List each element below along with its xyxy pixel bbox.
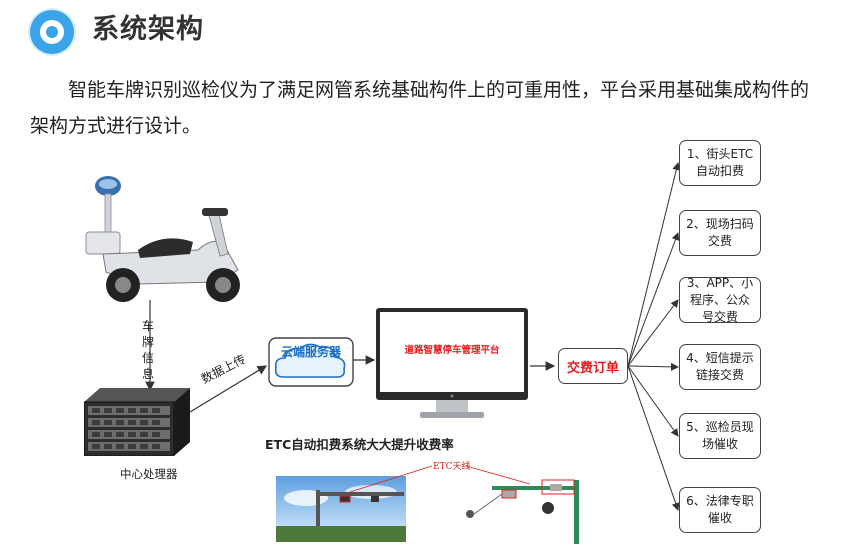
server-rack-image xyxy=(84,388,190,456)
patrol-scooter-image xyxy=(85,176,240,302)
payment-method-box: 3、APP、小程序、公众号交费 xyxy=(679,276,761,324)
platform-label: 道路智慧停车管理平台 xyxy=(404,345,500,356)
payment-method-box: 4、短信提示链接交费 xyxy=(679,344,761,390)
etc-caption: ETC自动扣费系统大大提升收费率 xyxy=(265,437,454,452)
cloud-server-image xyxy=(268,337,354,387)
etc-gantry-photo xyxy=(276,476,406,542)
etc-antenna-label: ETC天线 xyxy=(433,462,471,472)
intro-paragraph: 智能车牌识别巡检仪为了满足网管系统基础构件上的可重用性，平台采用基础集成构件的架… xyxy=(30,79,810,137)
antenna-callout-lines xyxy=(349,465,531,493)
server-label: 中心处理器 xyxy=(120,467,178,481)
payment-method-box: 1、街头ETC自动扣费 xyxy=(679,140,761,186)
cloud-server-label: 云端服务器 xyxy=(280,345,341,359)
platform-monitor-image xyxy=(376,308,528,418)
logo-icon xyxy=(30,10,74,54)
payment-method-box: 6、法律专职催收 xyxy=(679,487,761,533)
payment-order-box: 交费订单 xyxy=(558,348,628,384)
payment-method-box: 2、现场扫码交费 xyxy=(679,210,761,256)
plate-info-label: 车牌信息 xyxy=(141,319,154,381)
page-title: 系统架构 xyxy=(92,14,204,45)
payment-method-box: 5、巡检员现场催收 xyxy=(679,413,761,459)
etc-pole-camera-image xyxy=(466,479,579,544)
